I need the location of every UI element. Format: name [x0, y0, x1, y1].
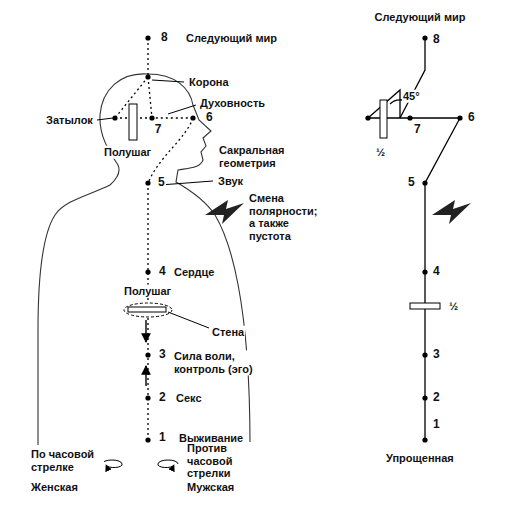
callout-number: 8 [160, 31, 169, 45]
half-step-bar [128, 307, 166, 312]
leader-lines [97, 80, 213, 328]
chakra-label: ½ [375, 146, 386, 159]
chakra-label: Духовность [199, 97, 266, 110]
callout-number: 7 [154, 123, 163, 137]
callout-number: 8 [432, 33, 441, 47]
chakra-label: Сила воли, контроль (эго) [173, 350, 267, 375]
chakra-dots [365, 35, 462, 442]
chakra-label: Женская [30, 481, 79, 494]
callout-number: 7 [413, 123, 422, 137]
chakra-label: Мужская [186, 481, 235, 494]
callout-number: 4 [432, 265, 441, 279]
callout-number: 2 [158, 391, 167, 405]
chakra-label: ½ [448, 300, 459, 313]
arrow [145, 320, 146, 342]
wall-ellipse [124, 303, 172, 317]
chakra-label: Звук [217, 175, 244, 188]
chakra-label: Полушаг [123, 285, 172, 298]
chakra-label: Против часовой стрелки [186, 442, 272, 480]
lightning-bolt [205, 200, 244, 224]
callout-number: 4 [158, 265, 167, 279]
callout-number: 6 [467, 111, 476, 125]
chakra-label: Стена [211, 326, 245, 339]
callout-number: 6 [205, 111, 214, 125]
simplified-path [368, 38, 460, 440]
body-outline [38, 74, 250, 445]
chakra-label: Полушаг [103, 146, 152, 159]
callout-number: 5 [157, 176, 166, 190]
callout-number: 5 [407, 176, 416, 190]
clockwise-spiral [102, 460, 122, 468]
chakra-label: Корона [188, 76, 230, 89]
callout-number: 1 [158, 431, 167, 445]
half-step-bar [129, 104, 137, 140]
chakra-label: Упрощенная [385, 452, 455, 465]
chakra-label: 45° [402, 90, 421, 103]
chakra-label: Затылок [45, 114, 94, 127]
chakra-label: Сакральная геометрия [218, 144, 292, 169]
lightning-bolt [432, 200, 471, 224]
chakra-label: Смена полярности; а также пустота [248, 192, 320, 243]
chakra-dots [112, 35, 195, 442]
chakra-label: Следующий мир [185, 32, 278, 45]
chakra-label: По часовой стрелке [30, 448, 104, 473]
energy-path [115, 38, 193, 440]
chakra-label: Следующий мир [373, 11, 466, 24]
callout-number: 2 [432, 391, 441, 405]
callout-number: 3 [158, 348, 167, 362]
half-step-bar [410, 303, 440, 309]
arrow [145, 366, 146, 386]
callout-number: 3 [432, 348, 441, 362]
chakra-label: Секс [175, 392, 203, 405]
chakra-label: Сердце [173, 266, 215, 279]
half-step-bar [380, 100, 387, 138]
callout-number: 1 [432, 418, 441, 432]
counterclockwise-spiral [158, 460, 178, 468]
